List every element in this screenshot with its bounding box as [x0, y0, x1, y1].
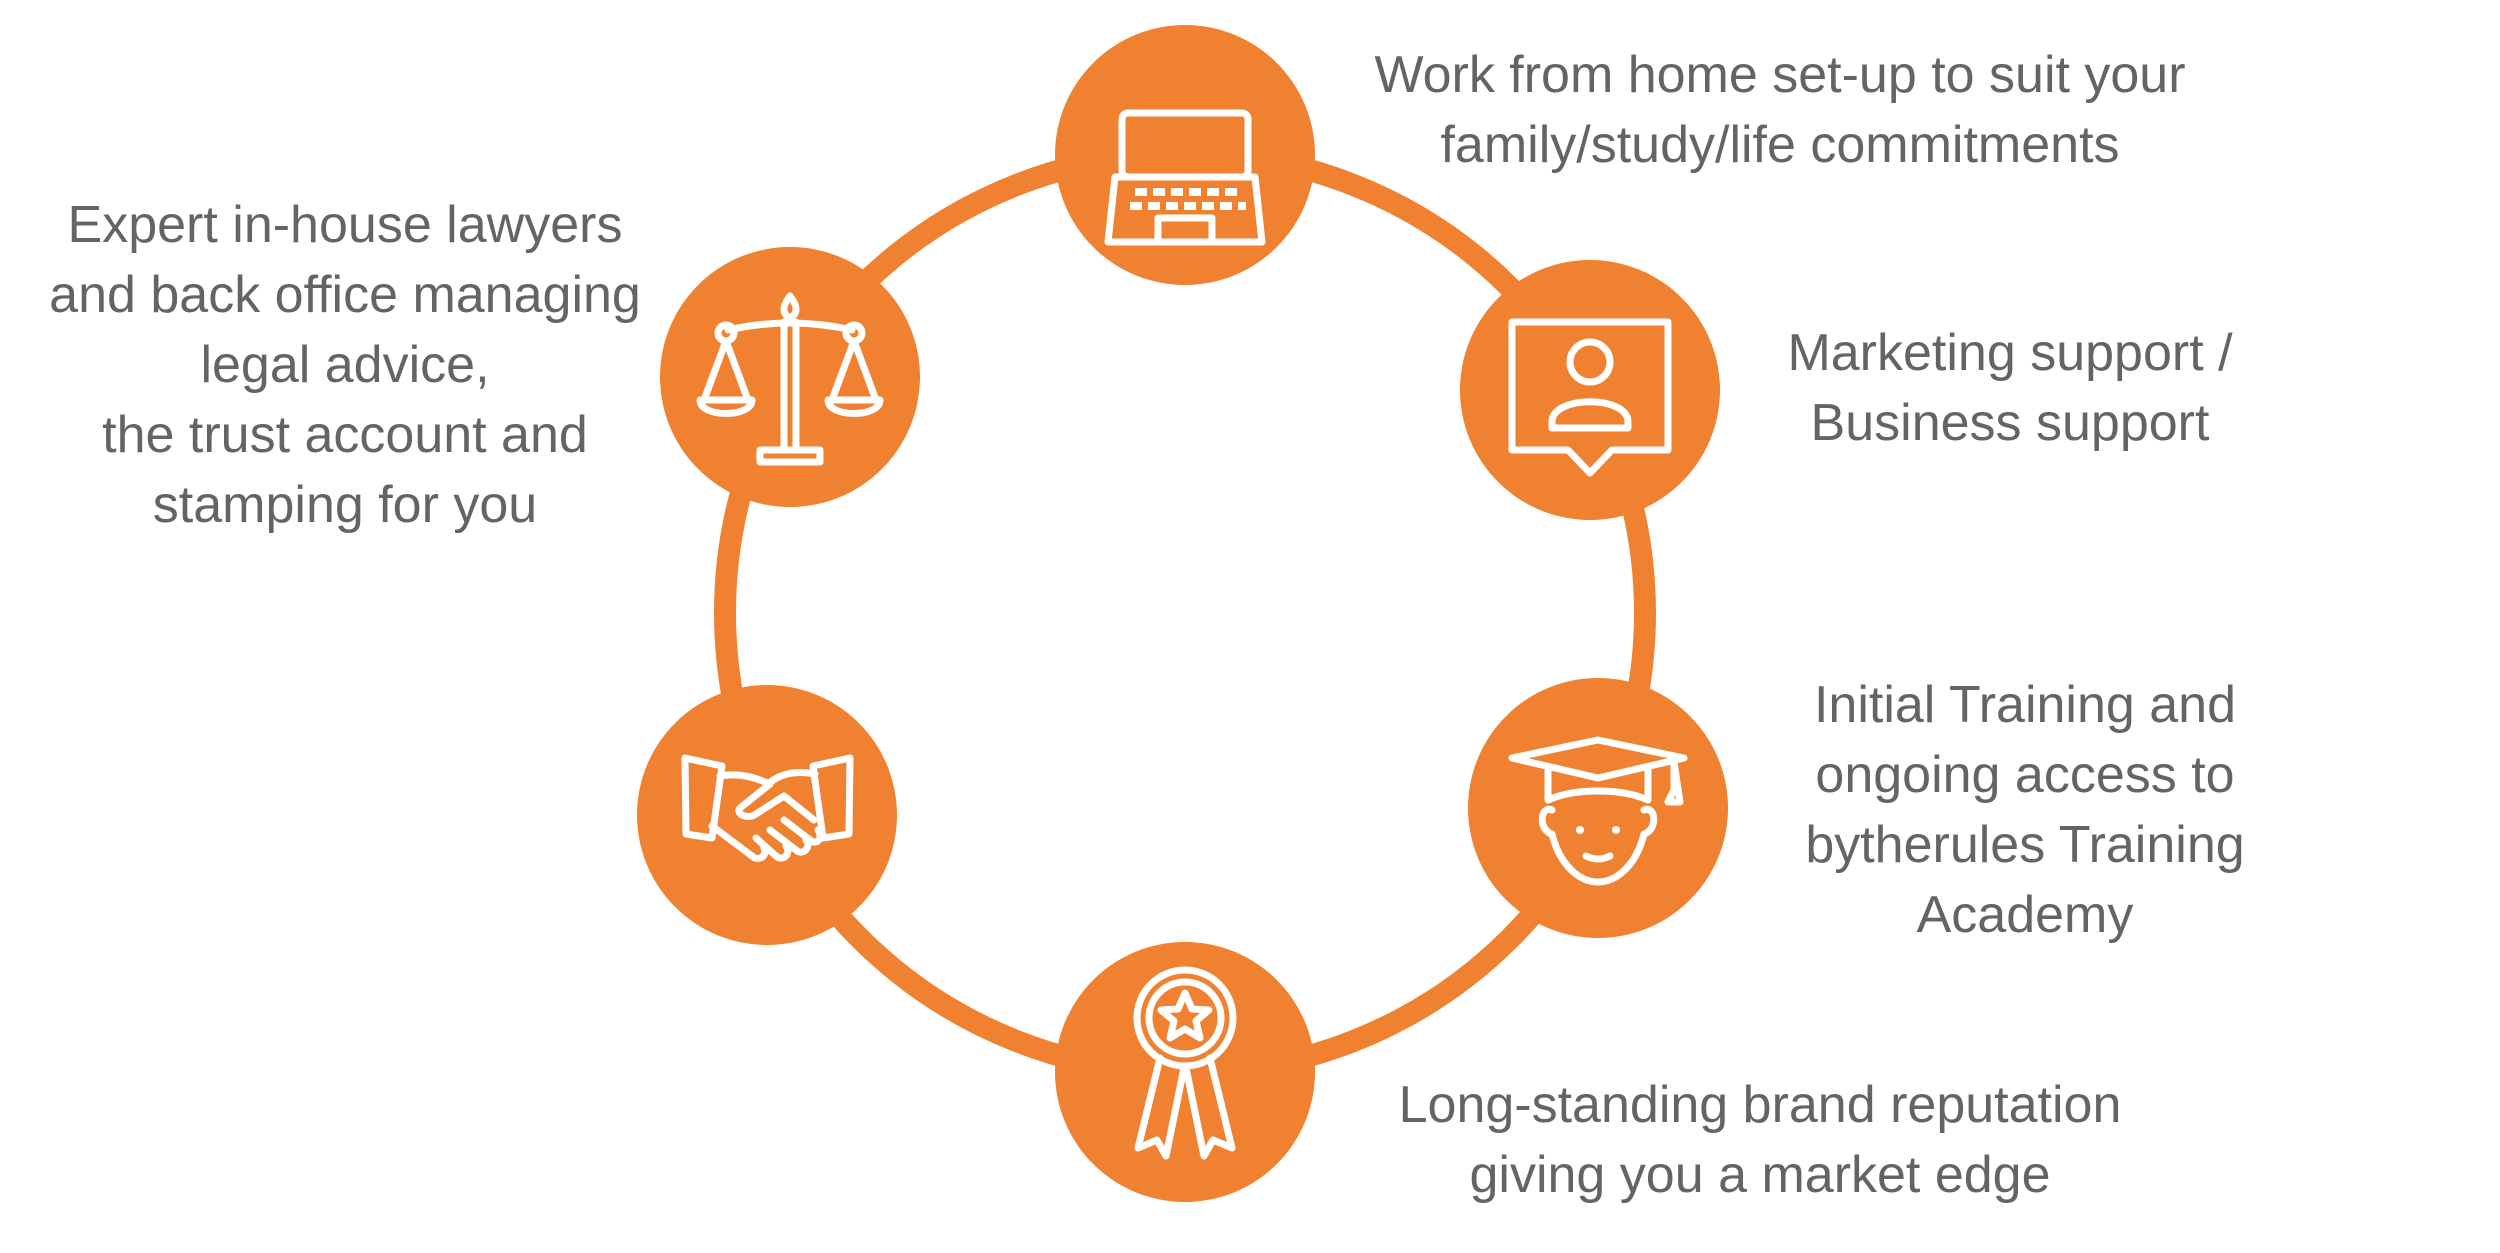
graduate-icon — [1508, 736, 1688, 886]
award-ribbon-icon — [1133, 966, 1237, 1160]
label-line: Initial Training and — [1813, 676, 2237, 734]
profile-chat-icon — [1508, 318, 1672, 477]
node-training — [1468, 678, 1728, 938]
label-training: Initial Training and ongoing access to b… — [1745, 670, 2305, 950]
label-brand: Long-standing brand reputation giving yo… — [1340, 1070, 2180, 1210]
node-work-from-home — [1055, 25, 1315, 285]
label-line: Business support — [1810, 394, 2210, 452]
laptop-icon — [1104, 109, 1266, 246]
label-line: Expert in-house lawyers — [67, 196, 623, 254]
node-legal — [660, 247, 920, 507]
label-line: and back office managing — [49, 266, 641, 324]
handshake-icon — [681, 754, 854, 862]
label-line: the trust account and — [102, 406, 588, 464]
label-line: stamping for you — [152, 476, 538, 534]
scales-of-justice-icon — [696, 292, 884, 466]
label-line: Academy — [1916, 886, 2134, 944]
label-line: Long-standing brand reputation — [1398, 1076, 2122, 1134]
node-marketing — [1460, 260, 1720, 520]
label-work-from-home: Work from home set-up to suit your famil… — [1340, 40, 2220, 180]
label-line: giving you a market edge — [1469, 1146, 2051, 1204]
label-marketing: Marketing support / Business support — [1730, 318, 2290, 458]
label-line: legal advice, — [200, 336, 490, 394]
label-line: bytherules Training — [1805, 816, 2245, 874]
label-legal: Expert in-house lawyers and back office … — [10, 190, 680, 540]
node-partnership — [637, 685, 897, 945]
label-line: family/study/life commitments — [1440, 116, 2120, 174]
node-brand — [1055, 942, 1315, 1202]
label-line: Marketing support / — [1787, 324, 2233, 382]
label-line: Work from home set-up to suit your — [1374, 46, 2186, 104]
label-line: ongoing access to — [1815, 746, 2235, 804]
